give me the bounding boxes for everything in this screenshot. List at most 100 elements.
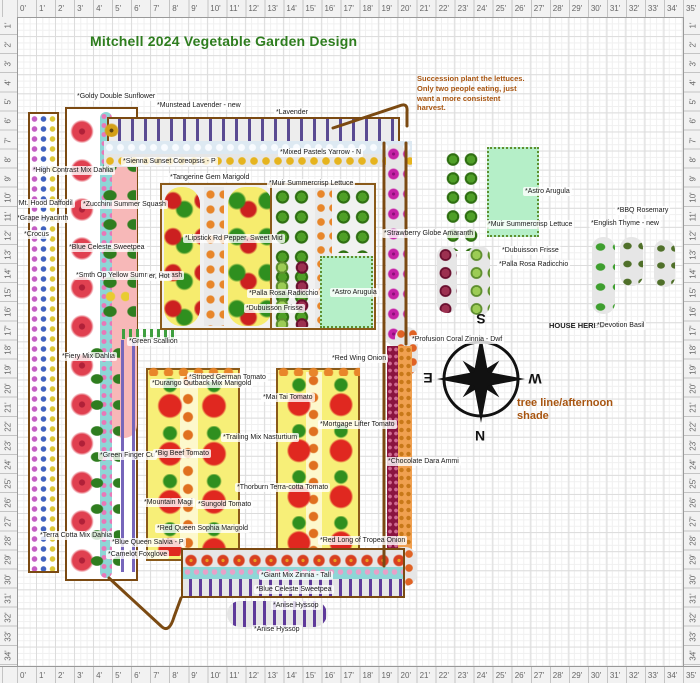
ruler-right-label: 9' <box>688 175 698 182</box>
yarrow-row[interactable] <box>104 141 412 154</box>
ruler-left-label: 25' <box>3 478 13 489</box>
ruler-bottom-label: 9' <box>191 671 198 680</box>
ruler-top-label: 17' <box>343 4 354 13</box>
label-durango-outback-mix-marigold: *Durango Outback Mix Marigold <box>150 379 254 388</box>
sunflower-plant[interactable] <box>102 118 121 137</box>
basil-capsule[interactable] <box>592 237 615 314</box>
daffodil-column[interactable] <box>48 114 58 571</box>
ruler-left-label: 28' <box>3 535 13 547</box>
scallion-row[interactable] <box>119 329 177 339</box>
label-pepper-hot: er, Hot <box>147 272 172 281</box>
tree-shade-note: tree line/afternoon shade <box>517 397 613 422</box>
ruler-top-label: 21' <box>419 4 431 13</box>
label-profusion-coral-zinnia: *Profusion Coral Zinnia - Dwf <box>410 335 505 344</box>
ruler-top-label: 11' <box>229 4 240 13</box>
ruler-right-label: 33' <box>688 631 698 642</box>
ruler-bottom-label: 10' <box>210 671 221 680</box>
zinnia-row-bottom[interactable] <box>183 550 403 567</box>
label-palla-rosa-radicchio-right: *Palla Rosa Radicchio <box>497 260 571 269</box>
zucchini-plants[interactable] <box>98 152 136 332</box>
hyacinth-column[interactable] <box>39 114 49 571</box>
compass-west-label: W <box>528 371 542 387</box>
ruler-bottom-label: 20' <box>400 671 411 680</box>
ruler-bottom-label: 34' <box>666 671 678 680</box>
ruler-bottom-label: 17' <box>343 671 354 680</box>
onion-strip[interactable] <box>398 346 412 558</box>
rosemary-capsule[interactable] <box>654 240 675 287</box>
ruler-right-label: 14' <box>688 268 698 279</box>
ruler-right-label: 18' <box>688 344 698 356</box>
ruler-top-label: 1' <box>39 4 45 13</box>
ruler-right-label: 13' <box>688 249 698 260</box>
lettuce-column-2[interactable] <box>334 187 373 253</box>
label-astro-arugula-left: *Astro Arugula <box>330 288 379 297</box>
pepper-column-1[interactable] <box>164 187 200 326</box>
crocus-column[interactable] <box>30 114 40 571</box>
ruler-right-label: 21' <box>688 402 698 413</box>
marigold-strip-1[interactable] <box>204 187 224 326</box>
ruler-bottom-label: 18' <box>362 671 373 680</box>
ruler-bottom-label: 29' <box>571 671 583 680</box>
ruler-right-label: 28' <box>688 535 698 547</box>
ruler-right-label: 34' <box>688 650 698 661</box>
ruler-bottom-label: 23' <box>457 671 469 680</box>
ruler-top-label: 14' <box>286 4 297 13</box>
ruler-top-label: 18' <box>362 4 373 13</box>
ruler-right-label: 24' <box>688 459 698 470</box>
marigold-row-tomato-right[interactable] <box>276 364 360 376</box>
ruler-top-label: 23' <box>457 4 469 13</box>
ruler-top-label: 28' <box>552 4 564 13</box>
ruler-bottom-label: 27' <box>533 671 545 680</box>
ruler-bottom-label: 1' <box>39 671 45 680</box>
tomato-plants-right[interactable] <box>278 378 358 550</box>
ruler-top-label: 10' <box>210 4 221 13</box>
ruler-left-label: 10' <box>3 192 13 203</box>
radicchio-column-right[interactable] <box>437 246 457 313</box>
label-thorburn-terra-cotta-tomato: *Thorburn Terra-cotta Tomato <box>235 483 331 492</box>
ruler-right-label: 23' <box>688 440 698 451</box>
ruler-left-label: 5' <box>3 98 13 105</box>
pepper-column-2[interactable] <box>228 187 272 326</box>
ruler-left-label: 16' <box>3 306 13 318</box>
ruler-left: 1'2'3'4'5'6'7'8'9'10'11'12'13'14'15'16'1… <box>0 17 18 666</box>
plan-title: Mitchell 2024 Vegetable Garden Design <box>90 33 358 49</box>
compass-south-label: S <box>476 311 486 327</box>
succession-note: Succession plant the lettuces. Only two … <box>417 74 525 113</box>
ruler-top-label: 2' <box>58 4 65 13</box>
label-blue-celeste-sweetpea-top: *Blue Celeste Sweetpea <box>67 243 147 252</box>
ruler-top-label: 3' <box>77 4 84 13</box>
ruler-bottom-label: 3' <box>77 671 84 680</box>
ruler-left-label: 15' <box>3 287 13 298</box>
compass-east-label: E <box>423 370 433 386</box>
bottom-bed-frame[interactable] <box>181 548 405 598</box>
label-dubuisson-frisse-left: *Dubuisson Frisse <box>244 304 305 313</box>
label-high-contrast-mix-dahlia: *High Contrast Mix Dahlia <box>31 166 116 175</box>
ruler-left-label: 21' <box>3 402 13 413</box>
ruler-left-label: 3' <box>3 60 13 67</box>
ruler-bottom-label: 11' <box>229 671 240 680</box>
ruler-top-label: 33' <box>647 4 659 13</box>
ruler-bottom-label: 2' <box>58 671 65 680</box>
label-anise-hyssop-2: *Anise Hyssop <box>252 625 302 634</box>
ruler-right-label: 1' <box>688 22 698 29</box>
amaranth-column[interactable] <box>386 144 405 346</box>
ruler-left-label: 27' <box>3 516 13 527</box>
thyme-capsule[interactable] <box>620 237 643 286</box>
ruler-right-label: 22' <box>688 421 698 432</box>
dara-ammi-strip[interactable] <box>387 346 398 558</box>
ruler-top: 0'1'2'3'4'5'6'7'8'9'10'11'12'13'14'15'16… <box>0 0 700 18</box>
label-dubuisson-frisse-right: *Dubuisson Frisse <box>500 246 561 255</box>
squash-plant[interactable] <box>103 288 129 304</box>
ruler-left-label: 12' <box>3 230 13 241</box>
ruler-top-label: 0' <box>20 4 26 13</box>
ruler-top-label: 34' <box>666 4 678 13</box>
ruler-bottom-label: 21' <box>419 671 431 680</box>
label-giant-mix-zinnia: *Giant Mix Zinnia - Tall <box>259 571 333 580</box>
label-mortgage-lifter-tomato: *Mortgage Lifter Tomato <box>318 420 397 429</box>
label-blue-celeste-sweetpea-bottom: *Blue Celeste Sweetpea <box>254 585 334 594</box>
ruler-bottom-label: 16' <box>324 671 335 680</box>
label-astro-arugula-right: *Astro Arugula <box>523 187 572 196</box>
ruler-top-label: 25' <box>495 4 507 13</box>
ruler-top-label: 31' <box>609 4 621 13</box>
frisse-column-right[interactable] <box>468 246 490 315</box>
